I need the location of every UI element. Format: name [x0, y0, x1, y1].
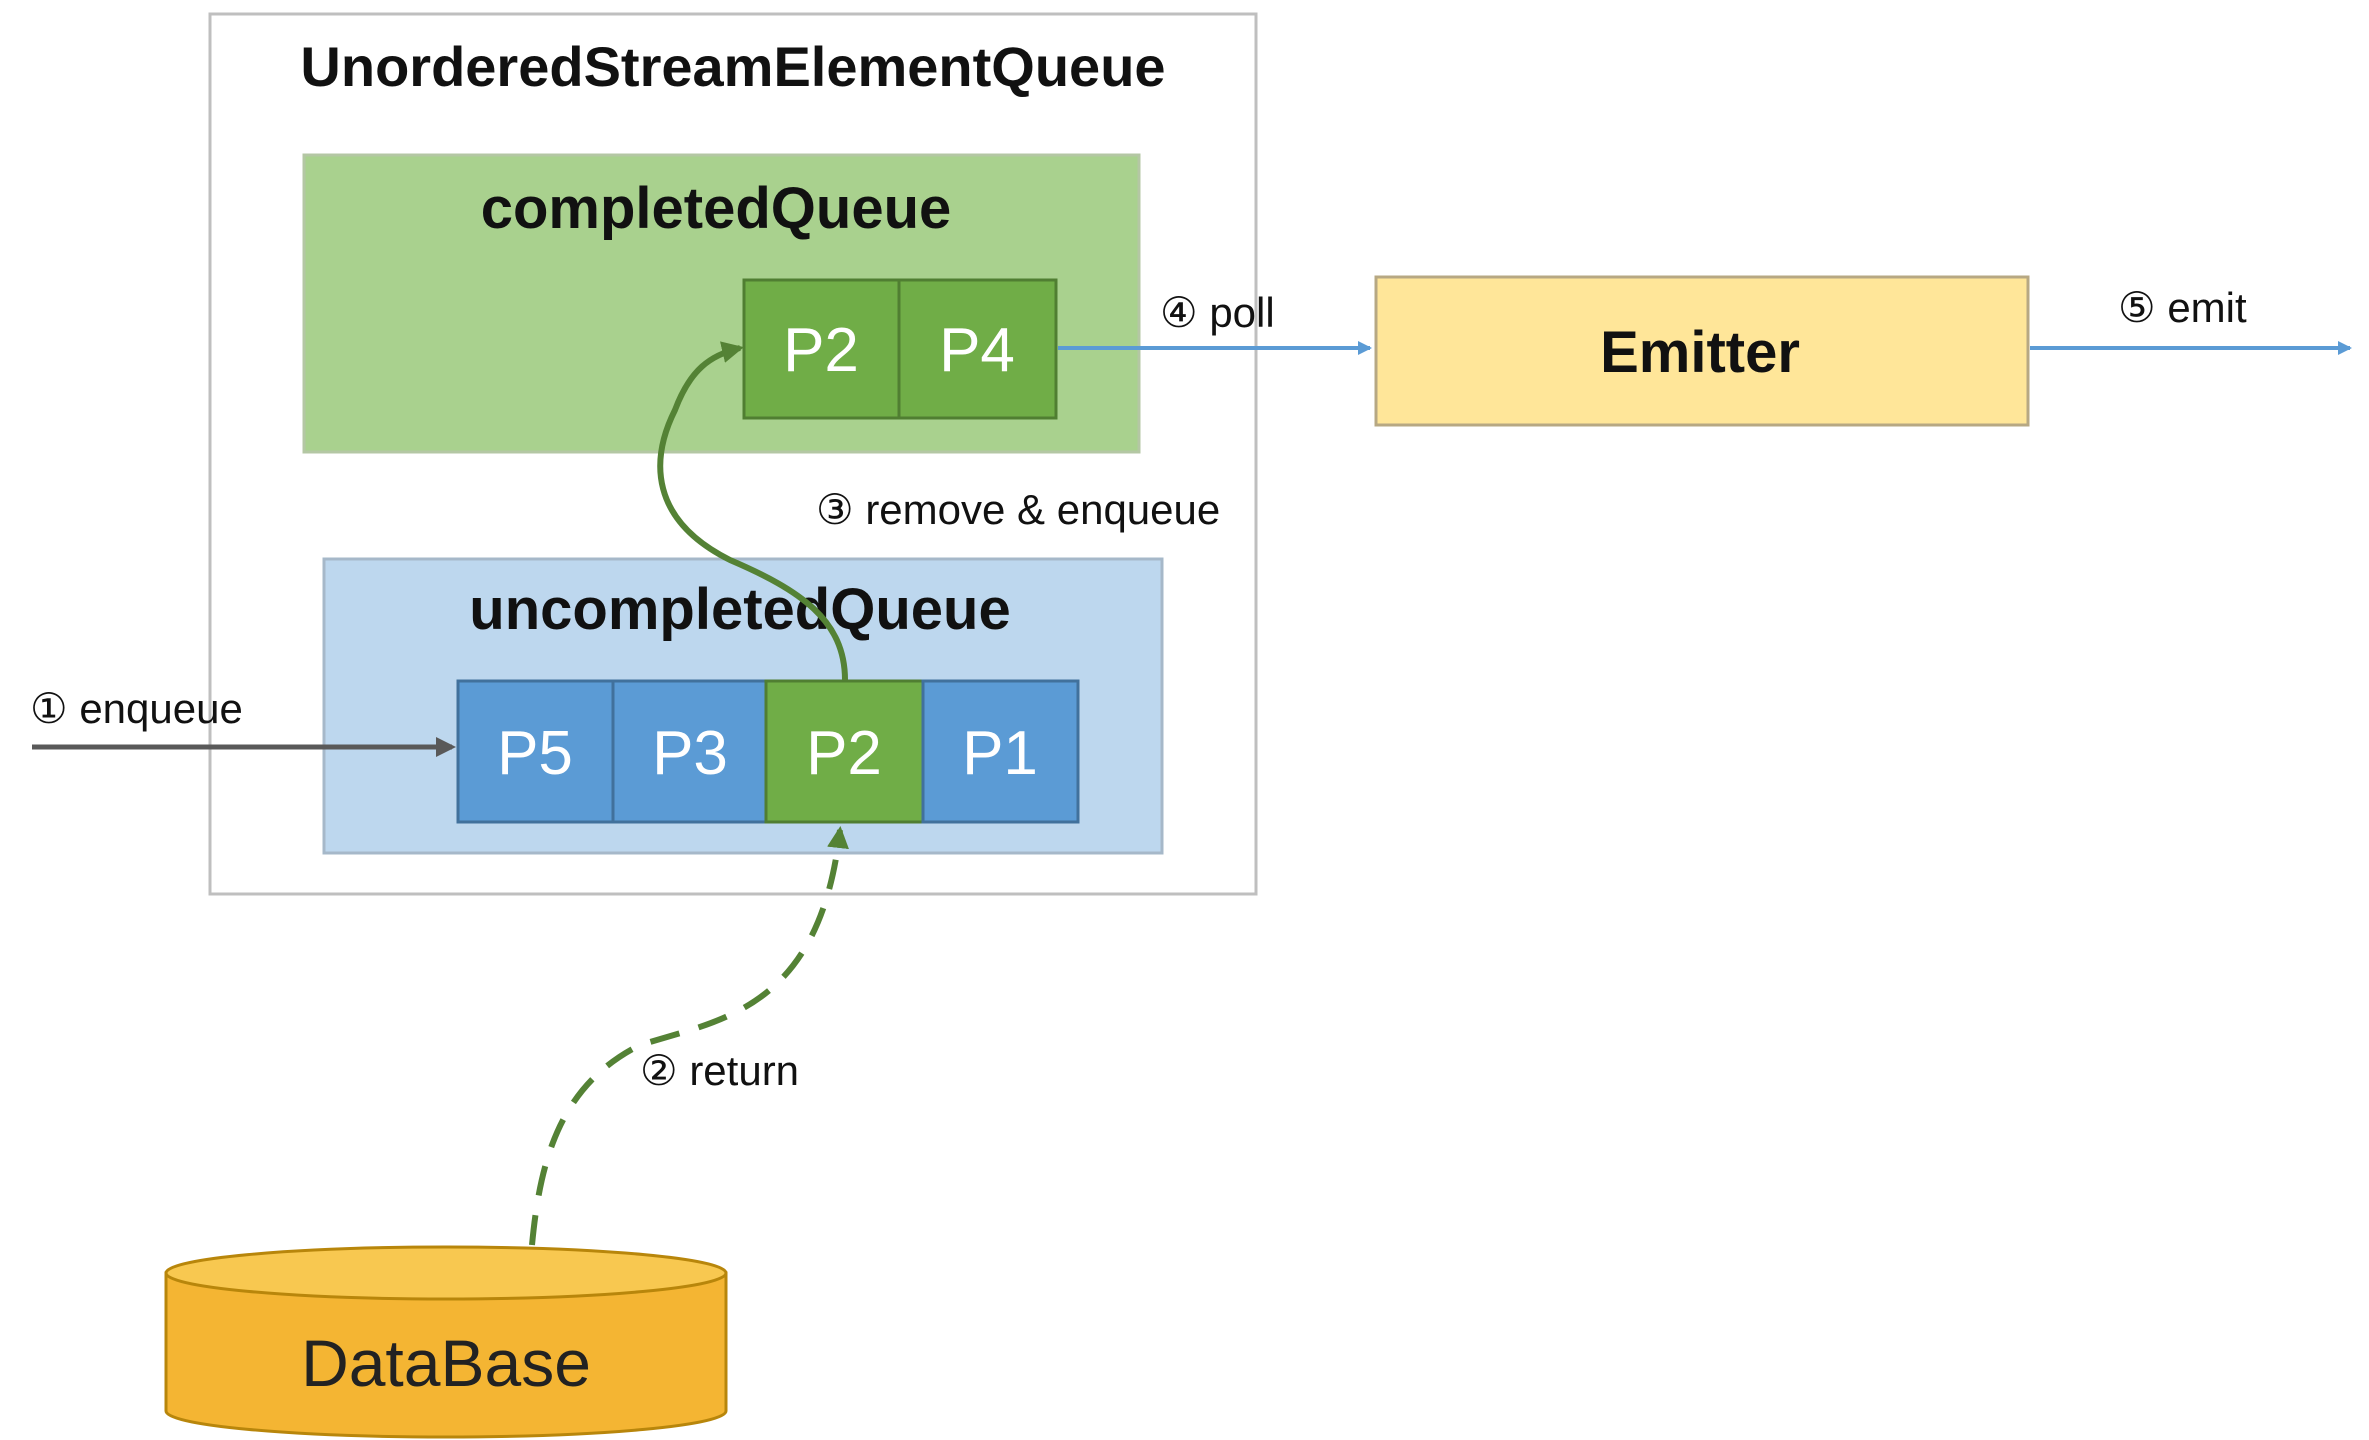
completed-queue-title: completedQueue [481, 176, 952, 241]
completed-cell-p4 [897, 278, 1058, 420]
outer-title: UnorderedStreamElementQueue [300, 35, 1165, 98]
uncompleted-cell-p2 [764, 679, 925, 824]
database-cylinder [164, 1245, 728, 1439]
completed-cell-p2 [742, 278, 901, 420]
uncompleted-queue-title: uncompletedQueue [469, 577, 1010, 642]
remove-enqueue-arrow [657, 341, 848, 681]
return-label: ② return [640, 1047, 799, 1094]
emitter-label: Emitter [1600, 320, 1800, 385]
uncompleted-cell-p5-label: P5 [497, 719, 573, 788]
uncompleted-cell-p3-label: P3 [652, 719, 728, 788]
completed-cell-p4-label: P4 [939, 316, 1015, 385]
uncompleted-cell-p3 [611, 679, 768, 824]
remove-enqueue-label: ③ remove & enqueue [816, 486, 1220, 533]
completed-cell-p2-label: P2 [783, 316, 859, 385]
uncompleted-cell-p1 [921, 679, 1080, 824]
uncompleted-cell-p1-label: P1 [962, 719, 1038, 788]
return-arrow [529, 826, 849, 1246]
enqueue-label: ① enqueue [30, 685, 243, 732]
poll-label: ④ poll [1160, 289, 1275, 336]
database-label: DataBase [301, 1326, 591, 1400]
uncompleted-cell-p5 [456, 679, 615, 824]
emit-label: ⑤ emit [2118, 284, 2247, 331]
emitter-box [1374, 275, 2030, 427]
uncompleted-cell-p2-label: P2 [806, 719, 882, 788]
